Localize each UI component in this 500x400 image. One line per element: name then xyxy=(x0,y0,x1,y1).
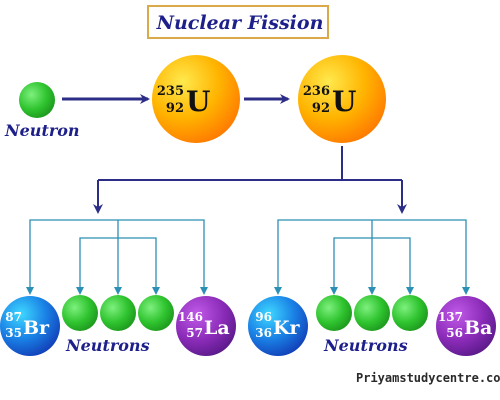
kr-label: 96 36 Kr xyxy=(255,310,300,340)
br-atomic: 35 xyxy=(5,326,22,340)
left-branch-arrowheads xyxy=(26,287,208,295)
title-box: Nuclear Fission xyxy=(147,5,329,39)
ba-label: 137 56 Ba xyxy=(438,310,492,340)
neutrons-label-right: Neutrons xyxy=(324,336,408,355)
br-mass: 87 xyxy=(5,310,22,324)
product-neutron-6 xyxy=(392,295,428,331)
kr-atomic: 36 xyxy=(255,326,272,340)
kr-mass: 96 xyxy=(255,310,272,324)
la-atomic: 57 xyxy=(186,326,203,340)
kr-symbol: Kr xyxy=(273,317,301,339)
la-label: 146 57 La xyxy=(178,310,230,340)
bromine-nucleus xyxy=(0,296,60,356)
u235-label: 235 92 U xyxy=(157,84,211,118)
watermark-text: Priyamstudycentre.com xyxy=(356,371,500,385)
u236-label: 236 92 U xyxy=(303,84,357,118)
br-label: 87 35 Br xyxy=(5,310,50,340)
right-branch-lines xyxy=(277,219,467,290)
neutrons-label-left: Neutrons xyxy=(66,336,150,355)
product-neutron-5 xyxy=(354,295,390,331)
krypton-nucleus xyxy=(248,296,308,356)
lanthanum-nucleus xyxy=(176,296,236,356)
split-connector xyxy=(98,146,343,181)
product-neutron-4 xyxy=(316,295,352,331)
ba-atomic: 56 xyxy=(446,326,463,340)
left-branch-lines xyxy=(29,219,205,290)
u236-atomic: 92 xyxy=(312,101,330,116)
u236-symbol: U xyxy=(332,85,356,118)
product-neutron-2 xyxy=(100,295,136,331)
barium-nucleus xyxy=(436,296,496,356)
u235-mass: 235 xyxy=(157,84,184,99)
u235-atomic: 92 xyxy=(166,101,184,116)
neutron-label: Neutron xyxy=(5,121,80,140)
right-branch-arrowheads xyxy=(274,287,470,295)
u235-nucleus xyxy=(152,55,240,143)
ba-mass: 137 xyxy=(438,310,463,324)
la-symbol: La xyxy=(204,317,230,339)
u236-nucleus xyxy=(298,55,386,143)
u236-mass: 236 xyxy=(303,84,330,99)
br-symbol: Br xyxy=(23,317,50,339)
la-mass: 146 xyxy=(178,310,203,324)
incoming-neutron xyxy=(19,82,55,118)
diagram-title: Nuclear Fission xyxy=(156,12,324,34)
product-neutron-1 xyxy=(62,295,98,331)
ba-symbol: Ba xyxy=(464,317,492,339)
product-neutron-3 xyxy=(138,295,174,331)
u235-symbol: U xyxy=(186,85,210,118)
